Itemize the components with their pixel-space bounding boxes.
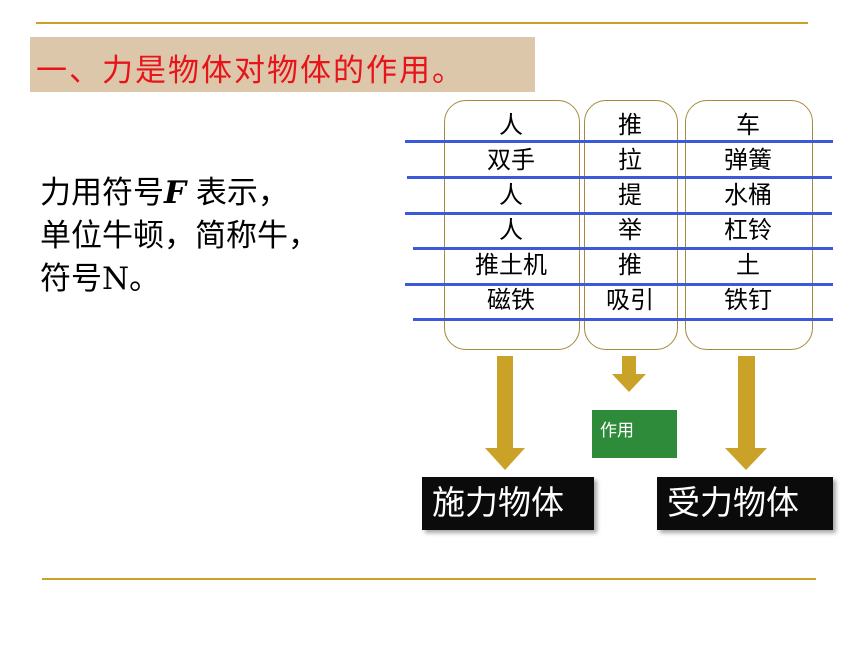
title-banner (30, 37, 535, 92)
row-line-1 (405, 140, 833, 143)
bottom-divider (42, 578, 816, 580)
notes-line-1-suffix: 表示， (186, 175, 289, 211)
notes-line-1-prefix: 力用符号 (40, 175, 164, 211)
row-6-receiver: 铁钉 (724, 286, 772, 314)
row-3-agent: 人 (499, 181, 523, 209)
row-4-receiver: 杠铃 (724, 216, 772, 244)
row-6-agent: 磁铁 (487, 286, 535, 314)
top-divider (36, 22, 808, 24)
row-1-action: 推 (618, 111, 642, 139)
row-line-2 (407, 176, 832, 179)
notes-line-1: 力用符号F 表示， (40, 172, 319, 215)
row-5-receiver: 土 (736, 251, 760, 279)
row-line-4 (413, 247, 833, 250)
row-6-action: 吸引 (606, 286, 654, 314)
action-down-arrow (612, 356, 646, 392)
force-notes: 力用符号F 表示， 单位牛顿，简称牛， 符号N。 (40, 172, 319, 301)
action-tag-label: 作用 (600, 421, 634, 441)
row-1-receiver: 车 (736, 111, 760, 139)
receiver-label: 受力物体 (667, 483, 799, 522)
row-line-3 (405, 212, 832, 215)
row-3-action: 提 (618, 181, 642, 209)
notes-line-3: 符号N。 (40, 261, 161, 297)
row-line-5 (405, 283, 833, 286)
row-2-action: 拉 (618, 146, 642, 174)
row-2-agent: 双手 (487, 146, 535, 174)
slide-title: 一、力是物体对物体的作用。 (36, 53, 465, 89)
row-4-action: 举 (618, 216, 642, 244)
receiver-down-arrow (725, 356, 767, 470)
row-line-6 (413, 318, 833, 321)
row-1-agent: 人 (499, 111, 523, 139)
notes-line-2: 单位牛顿，简称牛， (40, 218, 319, 254)
agent-label: 施力物体 (432, 483, 564, 522)
row-3-receiver: 水桶 (724, 181, 772, 209)
agent-down-arrow (485, 356, 525, 470)
force-symbol: F (164, 175, 187, 211)
action-tag (592, 410, 677, 458)
row-4-agent: 人 (499, 216, 523, 244)
receiver-label-box (657, 477, 833, 530)
row-5-agent: 推土机 (475, 251, 547, 279)
row-5-action: 推 (618, 251, 642, 279)
row-2-receiver: 弹簧 (724, 146, 772, 174)
agent-label-box (422, 477, 594, 530)
